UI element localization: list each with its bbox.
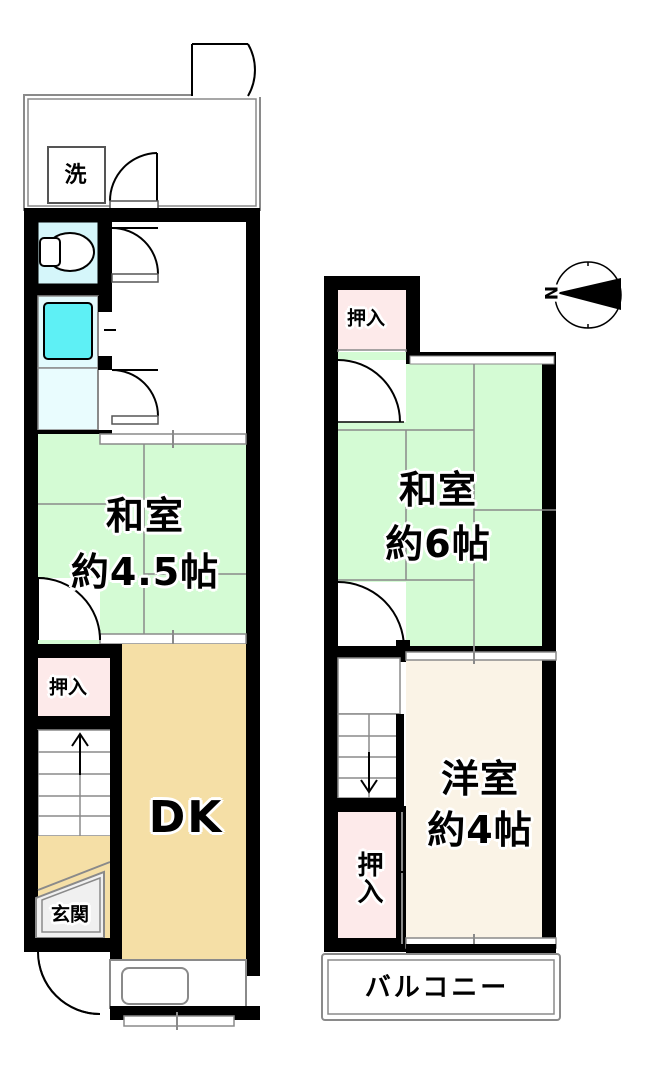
floor2-stairs bbox=[324, 652, 404, 812]
floor1-toilet bbox=[24, 208, 159, 296]
wall bbox=[24, 208, 260, 222]
floor2-balcony bbox=[321, 953, 561, 1021]
floor1-washitsu bbox=[24, 430, 260, 648]
floor2-washitsu6 bbox=[324, 352, 556, 652]
floor1-closet bbox=[24, 644, 136, 730]
floor2-youshitsu bbox=[405, 646, 557, 954]
floor2-group bbox=[321, 276, 561, 1021]
floor1-dk bbox=[109, 644, 260, 1030]
floor1-top-utility bbox=[23, 43, 261, 211]
wall bbox=[246, 208, 260, 434]
floor2-closet-top bbox=[324, 276, 420, 364]
floor2-closet-bottom bbox=[324, 806, 410, 952]
floor1-group bbox=[23, 43, 261, 1030]
floor1-bath bbox=[24, 295, 159, 442]
compass-group bbox=[554, 261, 622, 329]
